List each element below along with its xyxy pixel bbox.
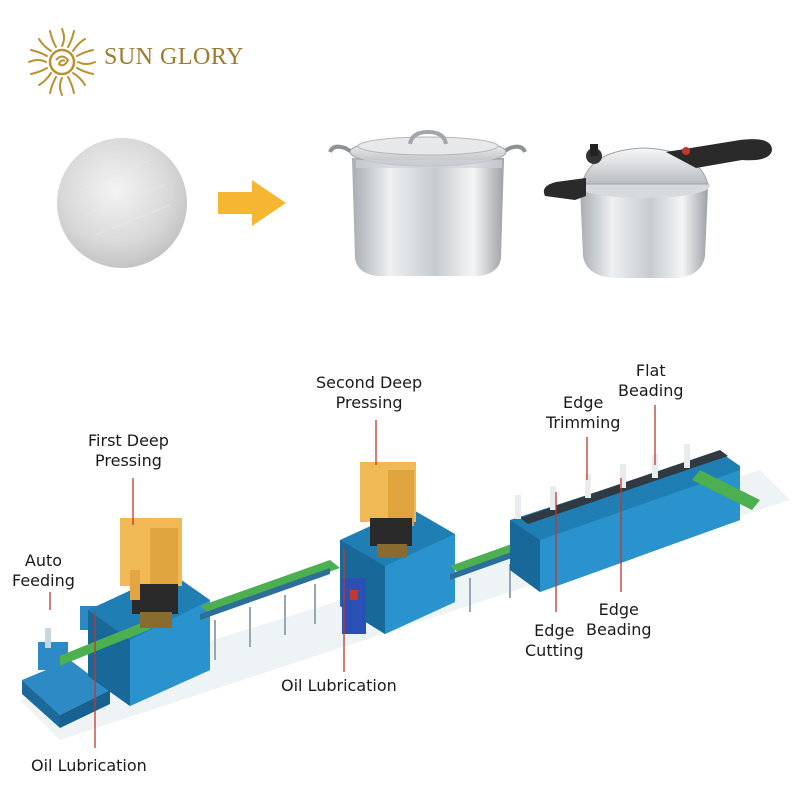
- label-oil-lubrication-left: Oil Lubrication: [31, 756, 147, 775]
- label-line: Pressing: [95, 451, 162, 470]
- label-first-deep-pressing: First Deep Pressing: [88, 431, 169, 471]
- second-deep-press-machine: [360, 462, 416, 558]
- label-edge-cutting: Edge Cutting: [525, 621, 584, 661]
- label-line: Edge: [563, 393, 604, 412]
- sun-swirl-logo-icon: [28, 28, 96, 96]
- pressure-cooker-icon: [543, 139, 772, 278]
- label-edge-beading: Edge Beading: [586, 600, 652, 640]
- label-line: Beading: [618, 381, 684, 400]
- stock-pot-icon: [328, 129, 527, 276]
- label-line: Beading: [586, 620, 652, 639]
- label-line: Pressing: [335, 393, 403, 412]
- first-press-base: [60, 572, 210, 706]
- aluminum-disc: [57, 138, 187, 268]
- label-auto-feeding: Auto Feeding: [12, 551, 75, 591]
- leader-lines: [49, 405, 656, 748]
- finishing-line: [510, 444, 760, 592]
- label-line: Second Deep: [316, 373, 423, 392]
- conveyor-1: [200, 560, 340, 660]
- label-line: Edge: [534, 621, 575, 640]
- label-line: Edge: [598, 600, 639, 619]
- label-line: Feeding: [12, 571, 75, 590]
- label-second-deep-pressing: Second Deep Pressing: [316, 373, 422, 413]
- label-line: Trimming: [546, 413, 621, 432]
- label-oil-lubrication-mid: Oil Lubrication: [281, 676, 397, 695]
- label-line: Cutting: [525, 641, 584, 660]
- label-line: First Deep: [88, 431, 169, 450]
- label-line: Auto: [24, 551, 63, 570]
- second-press-base: [340, 508, 455, 634]
- first-deep-press-machine: [120, 518, 182, 628]
- label-flat-beading: Flat Beading: [618, 361, 684, 401]
- label-edge-trimming: Edge Trimming: [546, 393, 620, 433]
- label-line: Flat: [635, 361, 666, 380]
- process-arrow-icon: [218, 180, 286, 226]
- brand-name: SUN GLORY: [104, 44, 244, 70]
